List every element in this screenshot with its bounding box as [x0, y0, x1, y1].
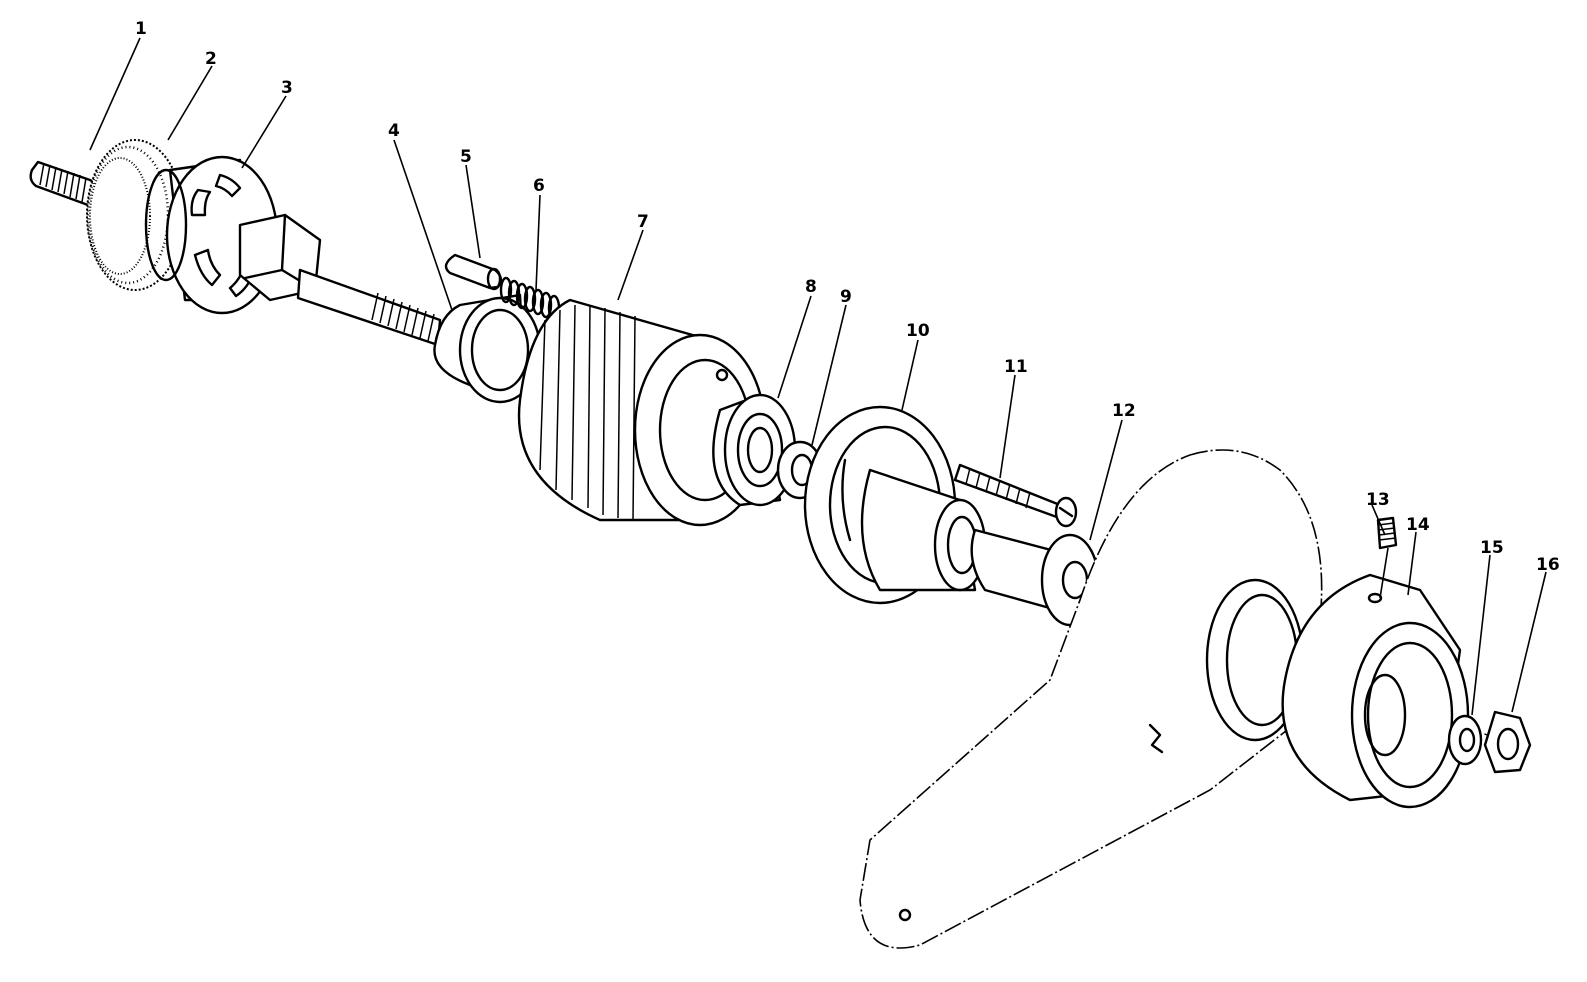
part-5-pin: [444, 253, 503, 291]
callout-15: 15: [1480, 538, 1504, 558]
callout-4: 4: [388, 121, 400, 141]
callout-6: 6: [533, 176, 545, 196]
part-11-screw: [953, 463, 1078, 528]
part-10-flanged-hub: [803, 405, 987, 605]
callout-3: 3: [281, 78, 293, 98]
callout-1: 1: [135, 19, 147, 39]
part-1-threaded-stud: [29, 160, 98, 207]
callout-10: 10: [906, 321, 930, 341]
part-13-set-screw: [1376, 516, 1398, 550]
callout-8: 8: [805, 277, 817, 297]
leader-lines: [89, 37, 1547, 716]
part-14-housing-cup: [1281, 573, 1470, 809]
callout-12: 12: [1112, 401, 1136, 421]
callout-11: 11: [1004, 357, 1028, 377]
callout-9: 9: [840, 287, 852, 307]
callout-14: 14: [1406, 515, 1430, 535]
part-16-hex-nut: [1483, 710, 1532, 774]
part-3-hub-arbor: [144, 155, 442, 347]
callout-5: 5: [460, 147, 472, 167]
callout-labels: 1 2 3 4 5 6 7 8 9 10 11 12 13 14 15 16: [135, 19, 1560, 575]
callout-2: 2: [205, 49, 217, 69]
part-8-bearing: [712, 393, 797, 507]
callout-13: 13: [1366, 490, 1390, 510]
callout-7: 7: [637, 212, 649, 232]
callout-16: 16: [1536, 555, 1560, 575]
part-4-sleeve: [433, 293, 542, 404]
part-15-washer: [1447, 714, 1483, 766]
